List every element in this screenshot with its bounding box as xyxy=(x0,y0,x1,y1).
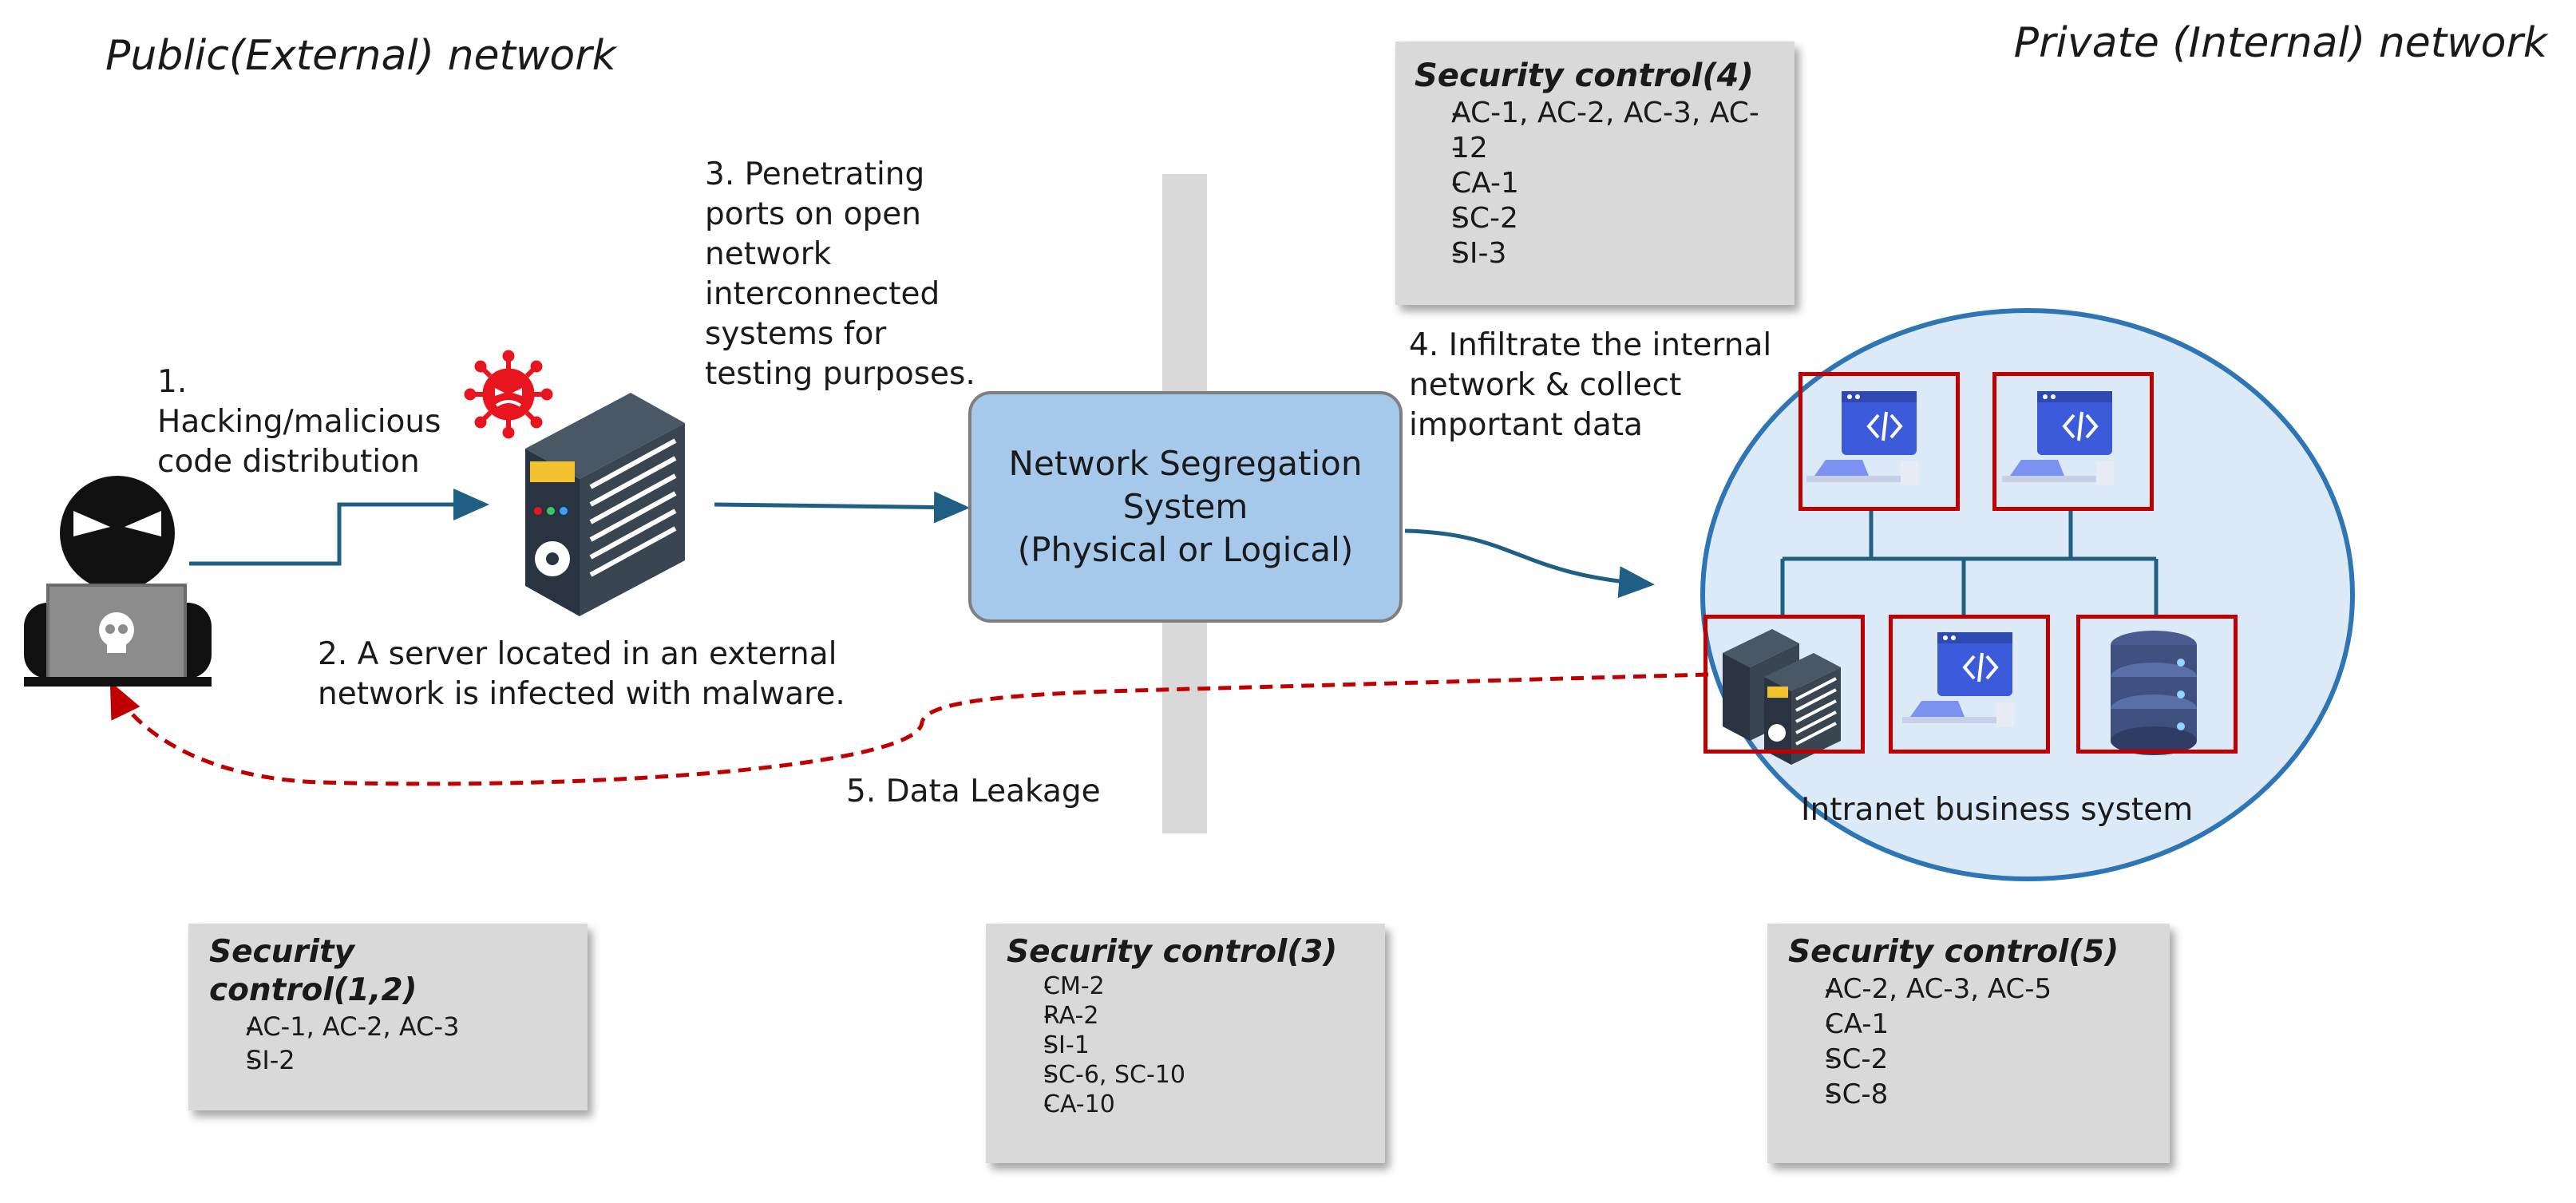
step-2-line: network is infected with malware. xyxy=(318,676,845,712)
step-4-line: important data xyxy=(1409,407,1643,443)
control-item: CM-2 xyxy=(1007,972,1364,1001)
step-3-line: testing purposes. xyxy=(705,356,975,392)
intranet-label: Intranet business system xyxy=(1801,792,2194,828)
step-3-line: interconnected xyxy=(705,276,940,312)
intranet-connectors xyxy=(1780,511,2159,615)
step-1-line: 1. xyxy=(157,364,188,400)
security-control-5: Security control(5) AC-2, AC-3, AC-5 CA-… xyxy=(1767,924,2170,1163)
server-cluster-icon xyxy=(1723,629,1841,765)
arrow-server-to-segregation xyxy=(714,491,970,524)
arrow-hacker-to-server xyxy=(189,489,489,566)
workstation-icon xyxy=(2002,391,2114,485)
segregation-line: System xyxy=(1122,487,1248,526)
control-item: RA-2 xyxy=(1007,1001,1364,1031)
step-5-label: 5. Data Leakage xyxy=(846,774,1101,809)
hacker-icon xyxy=(24,476,212,687)
workstation-icon xyxy=(1806,391,1918,485)
intranet-node-frame xyxy=(1798,372,1960,511)
control-item: SI-3 xyxy=(1415,236,1775,271)
step-1-label: 1. Hacking/malicious code distribution xyxy=(157,362,441,482)
intranet-node-frame xyxy=(1992,372,2154,511)
step-4-label: 4. Infiltrate the internal network & col… xyxy=(1409,326,1771,445)
step-1-line: code distribution xyxy=(157,444,420,480)
step-2-label: 2. A server located in an external netwo… xyxy=(318,635,845,714)
step-3-label: 3. Penetrating ports on open network int… xyxy=(705,155,975,394)
data-leakage-path xyxy=(109,672,1709,786)
security-control-title: Security control(4) xyxy=(1415,57,1754,94)
public-network-title: Public(External) network xyxy=(105,32,616,80)
control-item: SC-8 xyxy=(1788,1077,2149,1112)
control-item: CA-1 xyxy=(1788,1007,2149,1042)
control-item: AC-2, AC-3, AC-5 xyxy=(1788,972,2149,1007)
step-1-line: Hacking/malicious xyxy=(157,404,441,440)
segregation-line: (Physical or Logical) xyxy=(1017,530,1354,569)
step-3-line: network xyxy=(705,236,832,272)
step-3-line: 3. Penetrating xyxy=(705,156,925,192)
step-3-line: systems for xyxy=(705,316,887,352)
security-control-title: Security control(5) xyxy=(1788,934,2119,970)
security-control-3: Security control(3) CM-2 RA-2 SI-1 SC-6,… xyxy=(986,924,1385,1163)
control-item: SI-2 xyxy=(209,1043,567,1077)
security-control-title: Security control(1,2) xyxy=(209,934,417,1008)
arrow-segregation-to-intranet xyxy=(1404,528,1655,599)
control-item: 12 xyxy=(1415,131,1775,166)
control-item: SC-6, SC-10 xyxy=(1007,1060,1364,1090)
step-3-line: ports on open xyxy=(705,196,921,232)
infected-server-icon xyxy=(525,393,685,616)
control-item: CA-1 xyxy=(1415,166,1775,201)
private-network-title: Private (Internal) network xyxy=(2013,19,2547,67)
segregation-line: Network Segregation xyxy=(1008,444,1363,483)
network-segregation-box: Network Segregation System (Physical or … xyxy=(968,391,1403,623)
step-2-line: 2. A server located in an external xyxy=(318,636,837,672)
control-item: CA-10 xyxy=(1007,1090,1364,1119)
database-icon xyxy=(2111,631,2197,755)
control-item: SC-2 xyxy=(1788,1042,2149,1077)
intranet-node-frame xyxy=(1703,615,1865,754)
security-control-title: Security control(3) xyxy=(1007,934,1338,970)
step-4-line: 4. Infiltrate the internal xyxy=(1409,327,1772,363)
intranet-node-frame xyxy=(2076,615,2238,754)
virus-icon xyxy=(464,350,553,439)
security-control-1-2: Security control(1,2) AC-1, AC-2, AC-3 S… xyxy=(188,924,588,1110)
control-item: SI-1 xyxy=(1007,1031,1364,1060)
control-item: AC-1, AC-2, AC-3, AC- xyxy=(1415,96,1775,131)
workstation-icon xyxy=(1902,632,2014,726)
intranet-node-frame xyxy=(1889,615,2050,754)
security-control-4: Security control(4) AC-1, AC-2, AC-3, AC… xyxy=(1395,42,1794,305)
step-4-line: network & collect xyxy=(1409,367,1682,403)
control-item: AC-1, AC-2, AC-3 xyxy=(209,1010,567,1043)
control-item: SC-2 xyxy=(1415,201,1775,236)
